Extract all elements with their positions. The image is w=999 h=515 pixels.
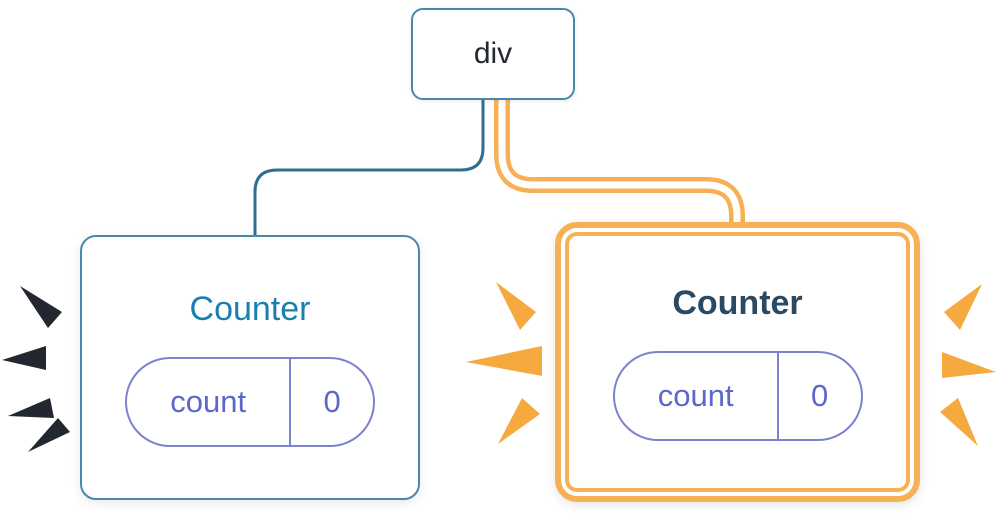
state-value-right: 0	[776, 353, 861, 439]
counter-card-right-title: Counter	[672, 284, 803, 322]
counter-card-right: Counter count 0	[555, 222, 920, 502]
burst-right-card-right-icon	[940, 284, 996, 446]
state-pill-left: count 0	[125, 356, 375, 447]
tree-node-div: div	[411, 8, 575, 100]
burst-left-card-icon	[2, 286, 70, 452]
counter-card-left-title: Counter	[189, 289, 311, 328]
counter-card-left: Counter count 0	[80, 235, 420, 500]
edge-parent-to-right-counter-core	[498, 96, 741, 234]
state-pill-right: count 0	[612, 351, 863, 441]
tree-node-div-label: div	[473, 37, 513, 70]
burst-right-card-left-icon	[466, 282, 542, 444]
state-key-right: count	[657, 378, 734, 413]
edge-parent-to-left-counter	[253, 96, 485, 240]
state-key-left: count	[170, 383, 247, 419]
state-value-left: 0	[289, 358, 373, 445]
edge-parent-to-right-counter-outer	[494, 96, 745, 234]
